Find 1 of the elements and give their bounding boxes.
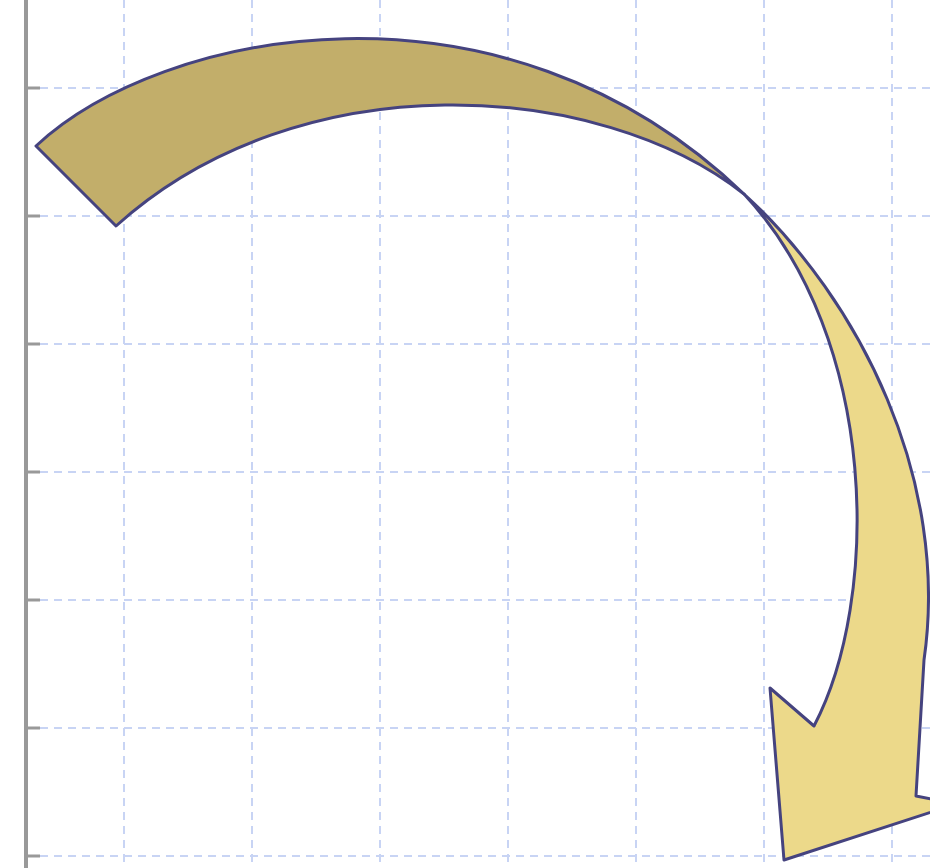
curved-arrow [34, 37, 930, 862]
